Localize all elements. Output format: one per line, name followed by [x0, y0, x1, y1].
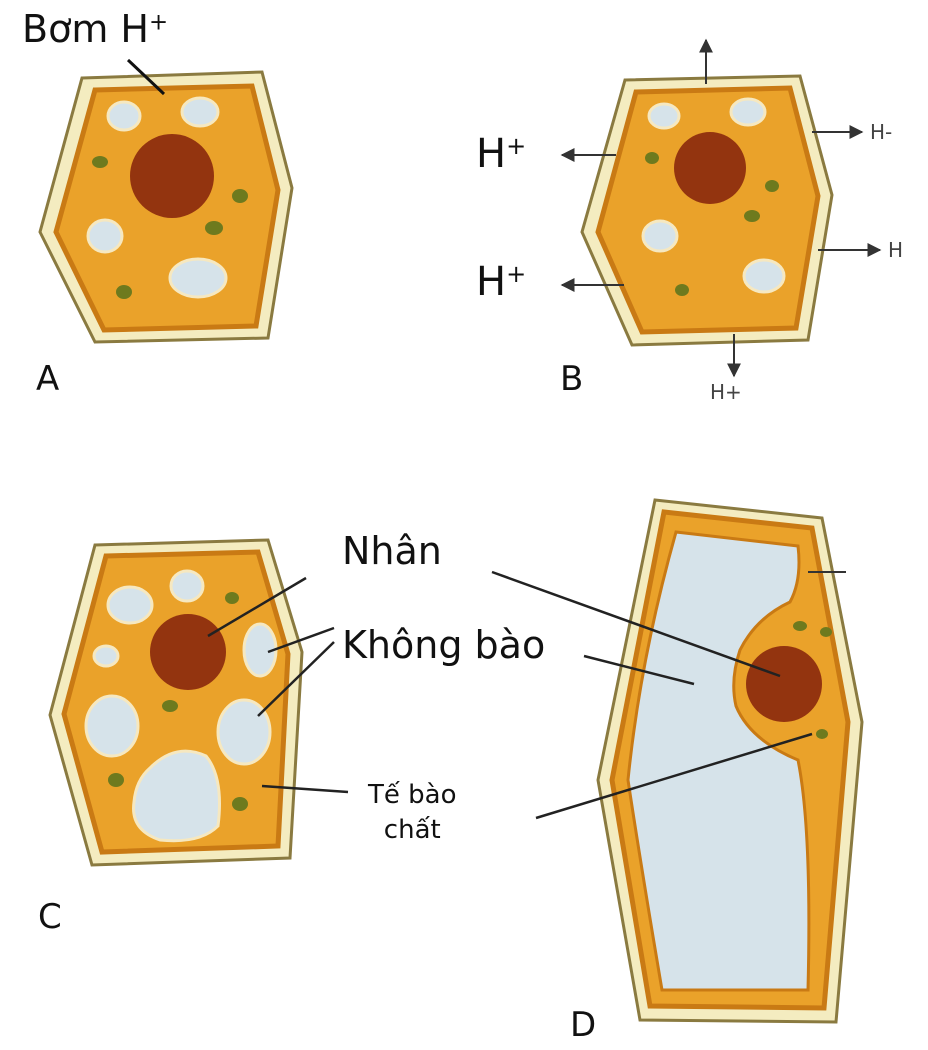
khong-bao-label: Không bào: [342, 626, 545, 664]
cell-c: [50, 540, 348, 865]
cell-c-chloroplast: [108, 773, 124, 787]
cell-b-chloroplast: [645, 152, 659, 164]
cell-a-nucleus: [130, 134, 214, 218]
bom-h-label: Bơm H+: [22, 10, 168, 48]
cell-b-cytoplasm: [598, 88, 818, 332]
cell-a-chloroplast: [205, 221, 223, 235]
hplus-label-right-lower: H: [888, 240, 903, 260]
cell-b-chloroplast: [744, 210, 760, 222]
cell-c-chloroplast: [225, 592, 239, 604]
cell-a-chloroplast: [232, 189, 248, 203]
cell-b-vacuole: [643, 221, 677, 251]
cell-d: [492, 500, 862, 1022]
cell-b-vacuole: [731, 99, 765, 125]
te-bao-chat-label: Tế bào chất: [368, 778, 457, 848]
nhan-label: Nhân: [342, 532, 442, 570]
cell-b-vacuole: [744, 260, 784, 292]
cell-c-vacuole: [218, 700, 270, 764]
cell-c-vacuole: [86, 696, 138, 756]
hplus-label-left-lower: H+: [476, 262, 526, 302]
label-b: B: [560, 362, 583, 396]
cell-c-vacuole: [94, 646, 118, 666]
cell-b-chloroplast: [765, 180, 779, 192]
label-d: D: [570, 1008, 596, 1042]
cell-d-chloroplast: [816, 729, 828, 739]
label-a: A: [36, 362, 59, 396]
cell-c-chloroplast: [162, 700, 178, 712]
cell-d-chloroplast: [793, 621, 807, 631]
cell-a: [40, 60, 292, 342]
cell-c-vacuole: [108, 587, 152, 623]
cell-a-chloroplast: [92, 156, 108, 168]
cell-a-vacuole: [170, 259, 226, 297]
cell-b-vacuole: [649, 104, 679, 128]
label-c: C: [38, 900, 62, 934]
cell-b-nucleus: [674, 132, 746, 204]
cell-c-vacuole: [171, 571, 203, 601]
cell-d-nucleus: [746, 646, 822, 722]
hplus-label-left-upper: H+: [476, 134, 526, 174]
cell-a-chloroplast: [116, 285, 132, 299]
cell-c-nucleus: [150, 614, 226, 690]
hplus-label-bottom: H+: [710, 382, 742, 402]
cell-d-chloroplast: [820, 627, 832, 637]
cell-a-vacuole: [182, 98, 218, 126]
cell-b-chloroplast: [675, 284, 689, 296]
cell-a-vacuole: [108, 102, 140, 130]
hplus-label-right-upper: H-: [870, 122, 892, 142]
cell-b: [562, 40, 880, 376]
cell-c-chloroplast: [232, 797, 248, 811]
cell-a-vacuole: [88, 220, 122, 252]
